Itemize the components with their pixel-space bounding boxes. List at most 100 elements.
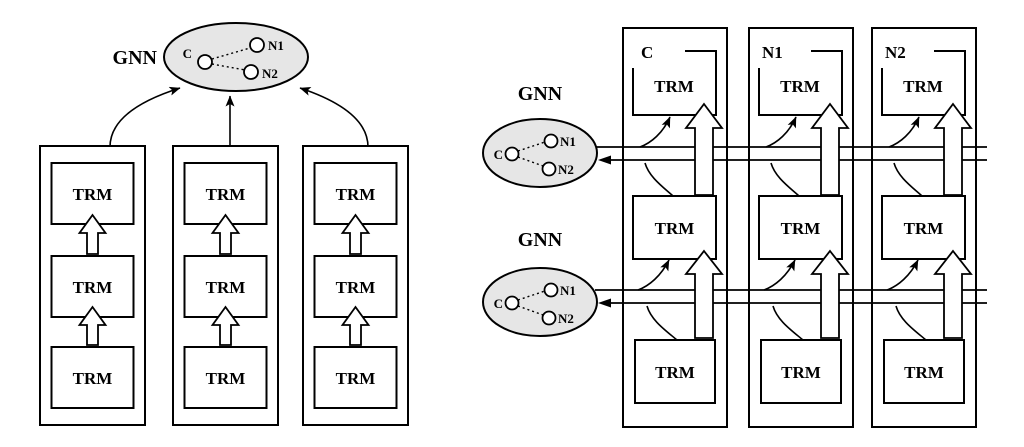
right-gnn-top: GNN C N1 N2: [482, 83, 598, 188]
trm-box: [50, 346, 135, 409]
trm-label: TRM: [336, 278, 376, 297]
left-diagram: TRM TRM TRM TRM TRM TRM TRM TRM: [39, 22, 409, 426]
graph-node-c-label: C: [183, 46, 192, 61]
trm-label: TRM: [73, 185, 113, 204]
block-up-arrow-icon: [933, 249, 973, 339]
block-up-arrow-icon: [340, 305, 371, 346]
left-stack-column-2: TRM TRM TRM: [172, 145, 279, 426]
block-up-arrow-icon: [340, 213, 371, 255]
graph-node-c-label: C: [494, 147, 503, 162]
block-up-arrow-icon: [684, 249, 724, 339]
graph-node-n2-label: N2: [262, 66, 278, 81]
block-up-arrow-icon: [933, 102, 973, 196]
stack-outline: [172, 145, 279, 426]
column-outline: [748, 27, 854, 428]
left-gnn: GNN C N1 N2: [113, 22, 309, 92]
gnn-ellipse: [482, 267, 598, 337]
trm-box: [183, 346, 268, 409]
right-gnn-bottom: GNN C N1 N2: [482, 229, 598, 337]
column-header: N1: [762, 43, 783, 62]
graph-node-c: [504, 295, 520, 311]
trm-label: TRM: [781, 363, 821, 382]
graph-node-c-label: C: [494, 296, 503, 311]
bus-left-arrowhead-icon: [598, 298, 611, 308]
trm-label: TRM: [206, 185, 246, 204]
graph-node-n1-label: N1: [268, 38, 284, 53]
left-stack-column-1: TRM TRM TRM: [39, 145, 146, 426]
block-up-arrow-icon: [210, 213, 241, 255]
bus-left-arrowhead-icon: [598, 155, 611, 165]
trm-box: [881, 195, 966, 260]
graph-node-n1: [543, 133, 559, 149]
trm-label: TRM: [206, 278, 246, 297]
trm-box: [632, 195, 717, 260]
right-column-c: C TRM TRM TRM: [622, 27, 728, 428]
graph-node-n2: [541, 310, 557, 326]
graph-node-n2: [541, 161, 557, 177]
column-header: N2: [885, 43, 906, 62]
trm-label: TRM: [781, 219, 821, 238]
column-outline: [622, 27, 728, 428]
graph-node-c: [197, 54, 213, 70]
curved-arrow-gnn-to-trm: [886, 259, 919, 291]
curved-arrow-gnn-to-trm: [765, 116, 797, 148]
curved-arrow-left-stack-to-gnn: [109, 86, 181, 148]
trm-label: TRM: [904, 363, 944, 382]
block-up-arrow-icon: [210, 305, 241, 346]
trm-label: TRM: [73, 278, 113, 297]
trm-label: TRM: [904, 219, 944, 238]
left-stack-column-3: TRM TRM TRM: [302, 145, 409, 426]
curved-line-trm-to-gnn: [895, 305, 927, 341]
block-up-arrow-icon: [77, 305, 108, 346]
graph-edge-c-n1: [211, 47, 251, 60]
curved-arrow-gnn-to-trm: [639, 116, 671, 148]
gnn-label: GNN: [518, 83, 563, 105]
trm-label: TRM: [73, 369, 113, 388]
trm-bracket-box: [758, 50, 843, 116]
trm-label: TRM: [655, 363, 695, 382]
block-up-arrow-icon: [810, 102, 850, 196]
block-up-arrow-icon: [77, 213, 108, 255]
right-diagram: C TRM TRM TRM N1 TRM TRM TRM: [482, 27, 987, 428]
trm-label: TRM: [655, 219, 695, 238]
block-up-arrow-icon: [810, 249, 850, 339]
trm-label: TRM: [780, 77, 820, 96]
trm-label: TRM: [336, 185, 376, 204]
curved-arrow-gnn-to-trm: [763, 259, 796, 291]
trm-box: [313, 346, 398, 409]
curved-line-trm-to-gnn: [646, 305, 678, 341]
curved-line-trm-to-gnn: [893, 162, 923, 197]
trm-box: [758, 195, 843, 260]
trm-label: TRM: [903, 77, 943, 96]
curved-line-trm-to-gnn: [772, 305, 804, 341]
curved-line-trm-to-gnn: [644, 162, 674, 197]
gnn-label: GNN: [113, 47, 158, 69]
graph-node-n2-label: N2: [558, 162, 574, 177]
graph-node-n1-label: N1: [560, 134, 576, 149]
graph-node-n2: [243, 64, 259, 80]
trm-label: TRM: [206, 369, 246, 388]
gnn-bus-bottom: [595, 289, 987, 308]
stack-outline: [302, 145, 409, 426]
graph-node-c: [504, 146, 520, 162]
gnn-ellipse: [482, 118, 598, 188]
trm-bracket-box: [881, 50, 966, 116]
block-up-arrow-icon: [684, 102, 724, 196]
trm-label: TRM: [336, 369, 376, 388]
gnn-label: GNN: [518, 229, 563, 251]
curved-line-trm-to-gnn: [770, 162, 800, 197]
trm-bracket-box: [632, 50, 717, 116]
gnn-ellipse: [163, 22, 309, 92]
curved-arrow-right-stack-to-gnn: [299, 87, 369, 148]
gnn-bus-top: [595, 146, 987, 165]
curved-arrow-gnn-to-trm: [637, 259, 670, 291]
graph-edge-c-n2: [211, 63, 246, 71]
stack-outline: [39, 145, 146, 426]
graph-node-n2-label: N2: [558, 311, 574, 326]
trm-box: [634, 339, 716, 404]
right-column-n2: N2 TRM TRM TRM: [871, 27, 977, 428]
curved-arrow-gnn-to-trm: [888, 116, 920, 148]
trm-box: [760, 339, 842, 404]
